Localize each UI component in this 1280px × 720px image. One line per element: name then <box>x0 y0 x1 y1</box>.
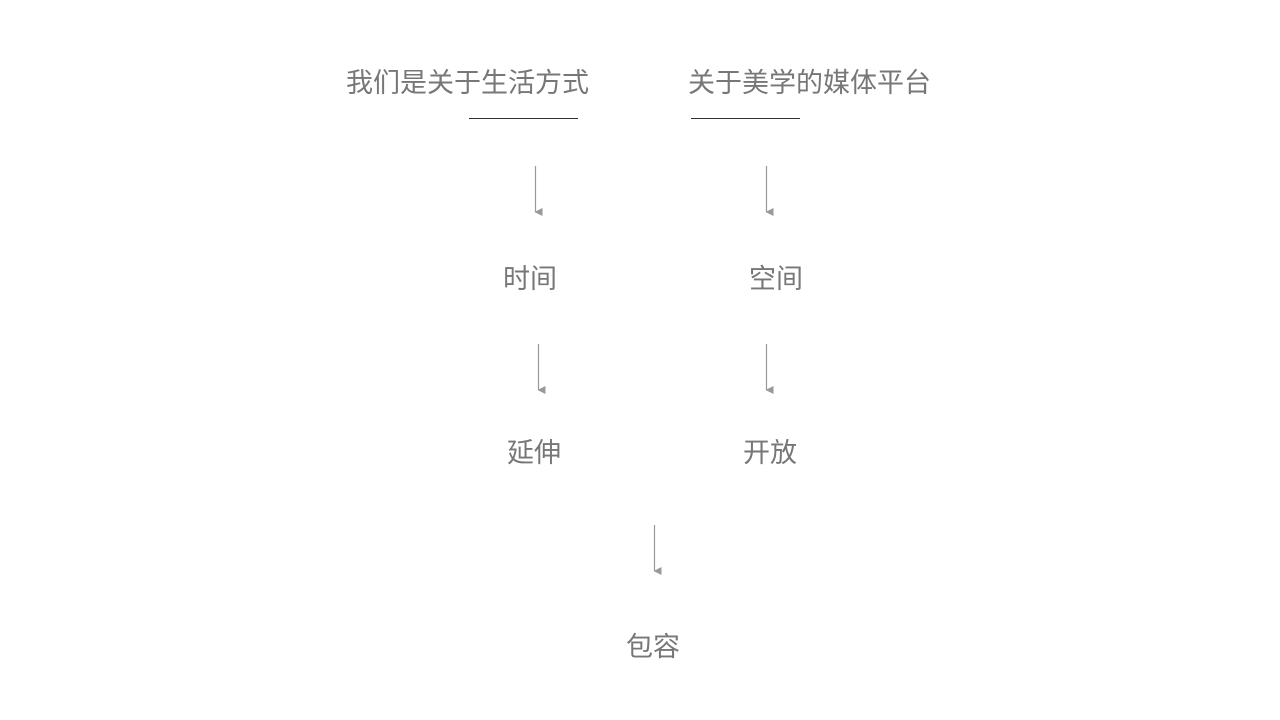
node-extension: 延伸 <box>507 438 561 469</box>
heading-right-underline <box>691 118 800 119</box>
heading-left-underline <box>469 118 578 119</box>
node-openness: 开放 <box>743 438 797 469</box>
heading-left: 我们是关于生活方式 <box>346 68 589 99</box>
heading-right: 关于美学的媒体平台 <box>688 68 931 99</box>
node-inclusion: 包容 <box>626 632 680 663</box>
node-space: 空间 <box>749 264 803 295</box>
node-time: 时间 <box>503 264 557 295</box>
